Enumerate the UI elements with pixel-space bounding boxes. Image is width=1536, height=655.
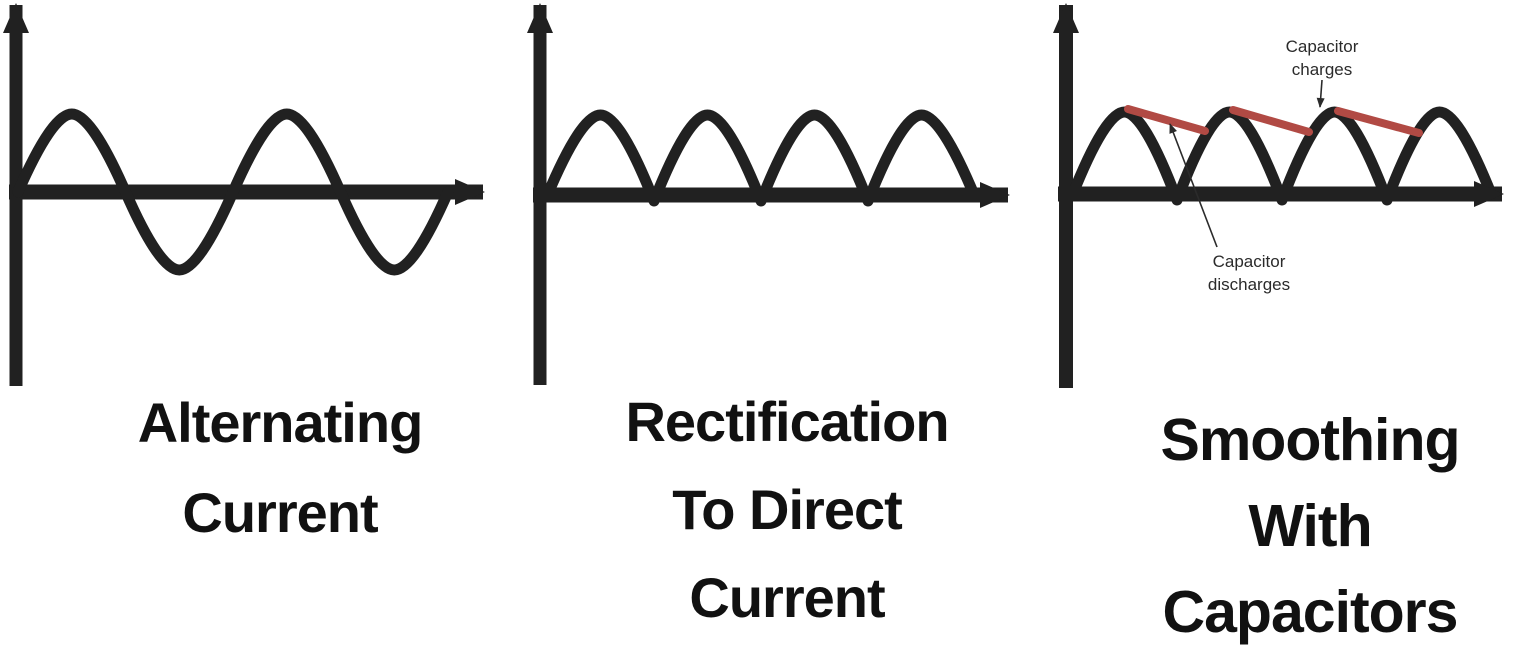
annotation-capacitor-charges: Capacitor charges <box>1242 35 1402 81</box>
caption-line: Rectification <box>625 390 949 453</box>
caption-line: Current <box>182 481 378 544</box>
annotation-capacitor-discharges: Capacitor discharges <box>1169 250 1329 296</box>
annotation-line: charges <box>1291 60 1353 79</box>
annotation-line: discharges <box>1207 275 1291 294</box>
annotation-line: Capacitor <box>1212 252 1286 271</box>
caption-alternating-current: Alternating Current <box>30 378 530 558</box>
discharges-pointer-arrow <box>1169 123 1218 248</box>
sine-wave-path <box>12 108 454 276</box>
caption-line: To Direct <box>672 478 903 541</box>
discharge-segment-1 <box>1124 105 1209 135</box>
panel-alternating-current <box>2 3 485 386</box>
charges-pointer-arrow <box>1316 79 1325 108</box>
caption-line: With <box>1248 493 1372 559</box>
caption-line: Smoothing <box>1160 407 1460 473</box>
discharge-segment-3 <box>1334 107 1423 137</box>
caption-rectification: Rectification To Direct Current <box>537 378 1037 642</box>
panel-rectification <box>527 3 1010 385</box>
annotation-line: Capacitor <box>1285 37 1359 56</box>
panel-smoothing <box>1053 3 1504 388</box>
caption-smoothing: Smoothing With Capacitors <box>1060 397 1536 655</box>
discharge-segment-2 <box>1229 106 1313 136</box>
caption-line: Current <box>689 566 885 629</box>
caption-line: Capacitors <box>1162 579 1459 645</box>
caption-line: Alternating <box>137 391 424 454</box>
smoothing-segments <box>1124 105 1423 137</box>
